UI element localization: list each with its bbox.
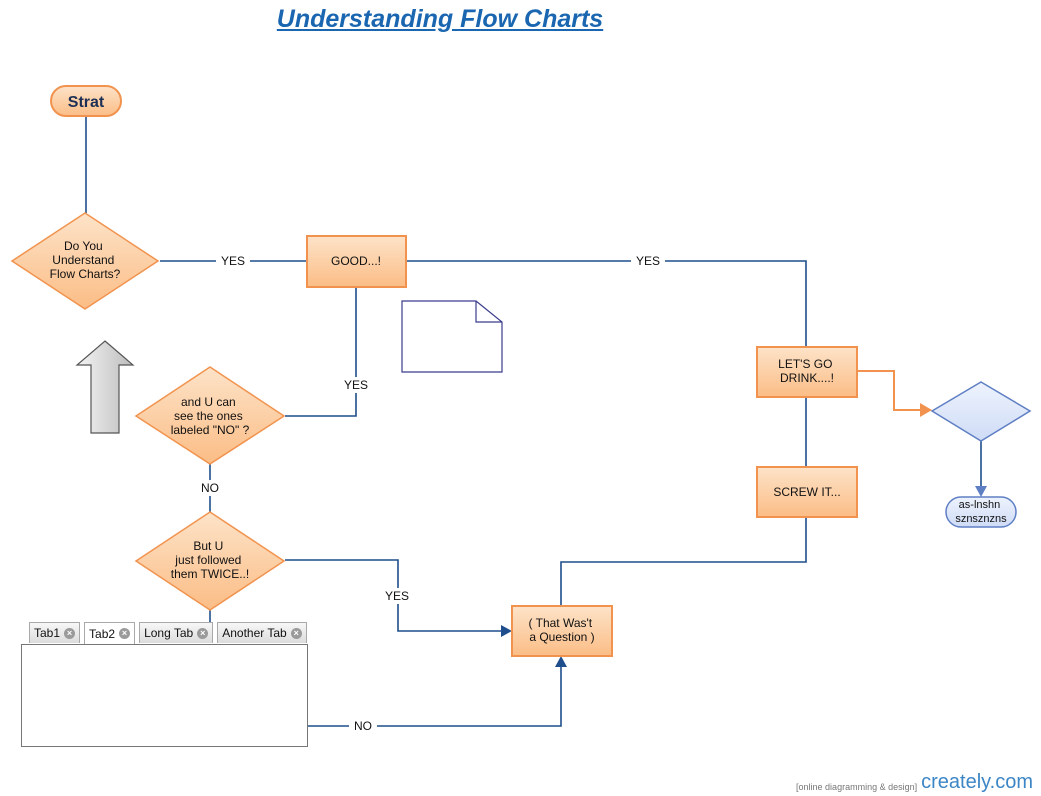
decision-see-no-line1: and U can <box>181 395 236 409</box>
process-screw-it: SCREW IT... <box>756 466 858 518</box>
svg-text:and U can see the ones: and U can see the ones labeled "NO" ? <box>171 395 250 437</box>
terminal-blue: as-lnshn sznsznzns <box>945 496 1017 528</box>
tab-widget: Tab1 × Tab2 × Long Tab × Another Tab × <box>21 622 308 747</box>
decision-understand-line3: Flow Charts? <box>50 267 121 281</box>
process-lets-go-line1: LET'S GO <box>778 357 832 371</box>
watermark-tagline: [online diagramming & design] <box>796 782 918 792</box>
svg-text:Do You Understand: Do You Understand Flow Charts? <box>50 239 121 281</box>
tab-strip: Tab1 × Tab2 × Long Tab × Another Tab × <box>29 622 307 644</box>
arrowhead-notq-left <box>501 625 512 637</box>
start-node-label: Strat <box>68 94 105 111</box>
close-icon[interactable]: × <box>119 628 131 639</box>
process-good-label: GOOD...! <box>331 254 381 268</box>
decision-twice-line1: But U <box>193 539 223 553</box>
terminal-blue-line1: as-lnshn <box>959 499 1001 511</box>
decision-understand-line2: Understand <box>52 253 114 267</box>
process-lets-go: LET'S GO DRINK....! <box>756 346 858 398</box>
process-good: GOOD...! <box>306 235 407 288</box>
decision-twice: But U just followed them TWICE..! <box>134 511 286 611</box>
decision-understand: Do You Understand Flow Charts? <box>10 212 160 310</box>
process-lets-go-line2: DRINK....! <box>780 371 834 385</box>
start-node: Strat <box>50 85 122 117</box>
edge-label-q2-no: NO <box>201 481 219 495</box>
arrowhead-notq-bottom <box>555 656 567 667</box>
edge-label-good-yes: YES <box>636 254 660 268</box>
decision-twice-line2: just followed <box>174 553 241 567</box>
connector-letsgo-diamond <box>857 370 922 411</box>
edge-label-q1-yes: YES <box>221 254 245 268</box>
tab-tab1[interactable]: Tab1 × <box>29 622 81 643</box>
connector-good-q2 <box>285 287 357 417</box>
close-icon[interactable]: × <box>64 627 76 639</box>
tab-another-tab-label: Another Tab <box>222 626 287 640</box>
close-icon[interactable]: × <box>290 627 302 639</box>
tab-another-tab[interactable]: Another Tab × <box>217 622 307 643</box>
process-not-question-line2: a Question ) <box>529 630 594 644</box>
edge-label-good-q2-yes: YES <box>344 378 368 392</box>
watermark: [online diagramming & design] creately.c… <box>796 772 1033 792</box>
svg-text:as-lnshn sznsznzns: as-lnshn sznsznzns <box>955 499 1007 525</box>
process-not-question-line1: ( That Was't <box>529 616 593 630</box>
decision-see-no: and U can see the ones labeled "NO" ? <box>134 366 286 465</box>
edge-label-q3-yes: YES <box>385 589 409 603</box>
tab-tab2[interactable]: Tab2 × <box>84 622 136 644</box>
diagram-title: Understanding Flow Charts <box>276 5 604 33</box>
note-shape <box>401 300 503 373</box>
svg-text:But U just followed: But U just followed them TWICE..! <box>171 539 249 581</box>
close-icon[interactable]: × <box>197 627 209 639</box>
creately-logo: creately.com <box>921 771 1033 793</box>
arrowhead-diamond <box>920 403 932 417</box>
decision-understand-line1: Do You <box>64 239 103 253</box>
decision-see-no-line2: see the ones <box>174 409 243 423</box>
decision-blue <box>930 381 1032 442</box>
decision-see-no-line3: labeled "NO" ? <box>171 423 250 437</box>
tab-long-tab[interactable]: Long Tab × <box>139 622 214 643</box>
process-screw-it-label: SCREW IT... <box>773 485 840 499</box>
process-not-question: ( That Was't a Question ) <box>511 605 613 657</box>
tab-long-tab-label: Long Tab <box>144 626 194 640</box>
tab-panel <box>21 644 308 747</box>
terminal-blue-line2: sznsznzns <box>955 513 1007 525</box>
tab-tab1-label: Tab1 <box>34 626 61 640</box>
connector-tab-notq <box>308 666 562 727</box>
up-arrow-shape <box>75 340 135 434</box>
svg-text:( That Was't a Question: ( That Was't a Question ) <box>529 616 596 644</box>
arrowhead-terminal <box>975 486 987 497</box>
connector-good-letsgo <box>406 260 807 347</box>
connector-screw-notq <box>560 517 807 606</box>
edge-label-tab-no: NO <box>354 719 372 733</box>
decision-twice-line3: them TWICE..! <box>171 567 249 581</box>
svg-text:LET'S GO DRINK....!: LET'S GO DRINK....! <box>778 357 836 385</box>
tab-tab2-label: Tab2 <box>89 626 116 641</box>
